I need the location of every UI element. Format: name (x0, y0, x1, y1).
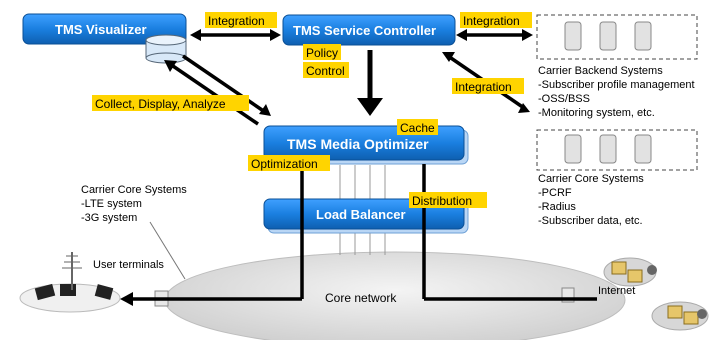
svg-text:-PCRF: -PCRF (538, 187, 572, 199)
svg-text:Collect, Display, Analyze: Collect, Display, Analyze (95, 97, 226, 111)
carrier-backend-box (536, 14, 698, 60)
carrier-core-right-text: Carrier Core Systems -PCRF -Radius -Subs… (538, 173, 644, 227)
label-optimization: Optimization (248, 155, 330, 171)
svg-text:-Radius: -Radius (538, 201, 576, 213)
svg-text:Carrier Core Systems: Carrier Core Systems (538, 173, 644, 185)
label-cache: Cache (397, 119, 438, 135)
svg-text:-LTE system: -LTE system (81, 198, 142, 210)
label-integration-right: Integration (460, 12, 532, 28)
carrier-core-left: Carrier Core Systems -LTE system -3G sys… (81, 184, 187, 224)
svg-text:Carrier Backend Systems: Carrier Backend Systems (538, 65, 663, 77)
svg-text:Control: Control (306, 64, 345, 78)
svg-text:Integration: Integration (455, 80, 512, 94)
arrow-controller-backend (456, 29, 533, 41)
label-integration-left: Integration (205, 12, 277, 28)
server-icons-core (564, 134, 652, 164)
svg-text:-Subscriber profile management: -Subscriber profile management (538, 79, 695, 91)
tms-visualizer-box: TMS Visualizer (22, 13, 187, 45)
database-icon (145, 34, 187, 64)
internet-label: Internet (598, 285, 635, 297)
label-distribution: Distribution (409, 192, 487, 208)
optimization-path (120, 164, 304, 306)
svg-text:TMS Visualizer: TMS Visualizer (55, 22, 147, 37)
svg-text:-Subscriber data, etc.: -Subscriber data, etc. (538, 215, 643, 227)
svg-text:Optimization: Optimization (251, 157, 318, 171)
tms-service-controller-box: TMS Service Controller (282, 14, 456, 46)
svg-text:Integration: Integration (208, 14, 265, 28)
svg-text:-3G system: -3G system (81, 212, 137, 224)
internet-clouds-icon (603, 257, 709, 331)
svg-text:Policy: Policy (306, 46, 338, 60)
carrier-backend-text: Carrier Backend Systems -Subscriber prof… (538, 65, 695, 119)
core-network-label: Core network (325, 291, 397, 305)
svg-text:-Monitoring system, etc.: -Monitoring system, etc. (538, 107, 655, 119)
svg-text:Cache: Cache (400, 121, 435, 135)
server-icons-backend (564, 21, 652, 51)
arrow-policy-control (357, 50, 383, 116)
carrier-core-right-box (536, 129, 698, 171)
svg-text:Carrier Core Systems: Carrier Core Systems (81, 184, 187, 196)
label-collect: Collect, Display, Analyze (92, 95, 249, 111)
carrier-core-left-leader (149, 221, 186, 280)
user-terminals-label: User terminals (93, 259, 164, 271)
distribution-path (422, 164, 597, 301)
arrow-visualizer-controller (190, 29, 281, 41)
svg-text:TMS Media Optimizer: TMS Media Optimizer (287, 136, 429, 152)
svg-text:TMS Service Controller: TMS Service Controller (293, 23, 436, 38)
label-policy-control: Policy Control (303, 44, 349, 78)
svg-text:-OSS/BSS: -OSS/BSS (538, 93, 590, 105)
label-integration-diag: Integration (452, 78, 524, 94)
svg-text:Integration: Integration (463, 14, 520, 28)
svg-text:Load Balancer: Load Balancer (316, 207, 406, 222)
svg-text:Distribution: Distribution (412, 194, 472, 208)
user-terminals-icon (19, 252, 121, 313)
arrow-collect (164, 54, 271, 126)
